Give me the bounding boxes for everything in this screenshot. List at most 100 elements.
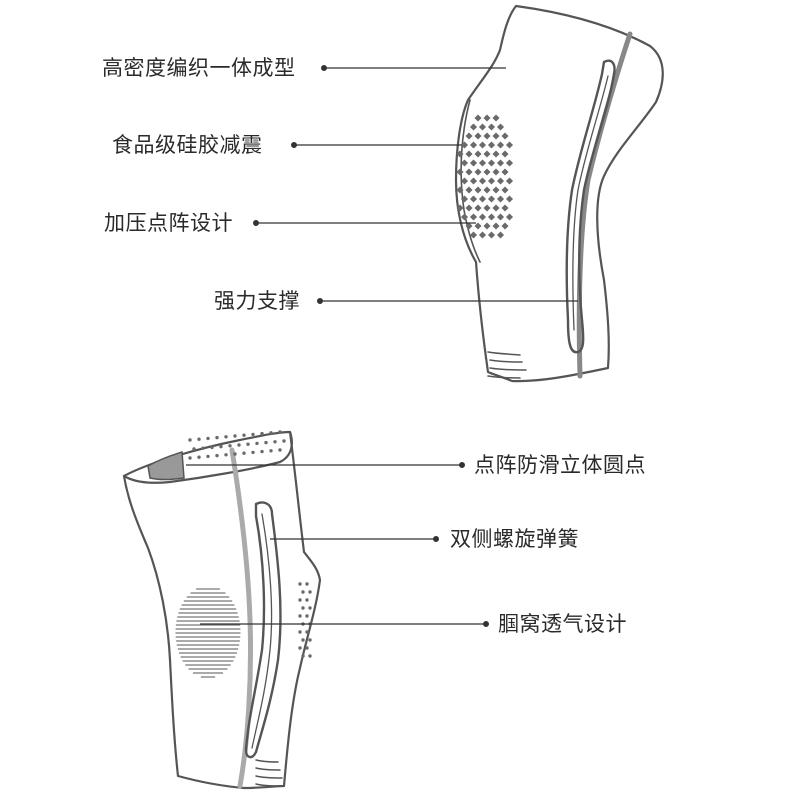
top-knee-brace [454, 4, 664, 383]
pressure-dot [469, 159, 478, 167]
silicone-dot [308, 590, 312, 594]
leader-dot-5 [459, 462, 466, 469]
silicone-dot [298, 630, 302, 634]
silicone-dot [301, 590, 305, 594]
pressure-dot [505, 195, 514, 203]
pressure-dot [478, 141, 487, 149]
silicone-dot [242, 451, 246, 455]
pressure-dot [456, 168, 464, 176]
pressure-dot [460, 213, 469, 221]
pressure-dot [469, 123, 478, 131]
pressure-dot [487, 123, 496, 131]
pressure-dot [496, 123, 505, 131]
pressure-dot [492, 132, 500, 140]
pressure-dot [501, 222, 509, 230]
silicone-dot [210, 445, 214, 450]
pressure-dot [492, 168, 500, 176]
callout-leaders [186, 64, 578, 627]
silicone-dot [305, 614, 309, 618]
bottom-brace-spring [244, 501, 282, 759]
pressure-dot [469, 231, 478, 239]
silicone-dot [206, 436, 210, 441]
silicone-dot [224, 435, 228, 439]
leader-dot-4 [317, 298, 324, 305]
top-brace-spring-inner [572, 75, 609, 331]
silicone-dot [305, 630, 309, 634]
bottom-brace-popliteal-oval [176, 586, 240, 678]
leader-dot-7 [483, 620, 490, 627]
silicone-dot [269, 431, 273, 435]
silicone-dot [269, 449, 273, 453]
pressure-dot [465, 132, 473, 140]
silicone-dot [305, 598, 309, 602]
leader-dot-1 [321, 64, 328, 71]
silicone-dot [233, 434, 237, 438]
pressure-dot [496, 195, 505, 203]
silicone-dot [301, 654, 305, 658]
silicone-dot [301, 638, 305, 642]
silicone-dot [215, 453, 219, 458]
pressure-dot [478, 231, 487, 239]
silicone-dot [298, 614, 302, 618]
pressure-dot [456, 186, 464, 194]
silicone-dot [278, 448, 282, 452]
top-brace-spring [565, 59, 616, 354]
pressure-dot [501, 168, 509, 176]
callout-pressure-dot-design: 加压点阵设计 [104, 211, 233, 235]
pressure-dot [483, 204, 491, 212]
pressure-dot [474, 168, 482, 176]
silicone-dot [233, 452, 237, 456]
pressure-dot [492, 204, 500, 212]
pressure-dot [460, 177, 469, 185]
pressure-dot [505, 141, 514, 149]
pressure-dot [501, 132, 509, 140]
bottom-brace-spring-inner [251, 513, 273, 749]
pressure-dot [492, 114, 500, 122]
pressure-dot [465, 186, 473, 194]
bottom-brace-hem [255, 759, 283, 787]
pressure-dot [474, 186, 482, 194]
pressure-dot [465, 168, 473, 176]
top-brace-side-stripe [576, 31, 633, 379]
pressure-dot [496, 231, 505, 239]
silicone-dot [242, 433, 246, 437]
pressure-dot [478, 123, 487, 131]
pressure-dot [501, 150, 509, 158]
bottom-brace-opening-patch [147, 450, 185, 481]
silicone-dot [219, 444, 223, 449]
pressure-dot [469, 213, 478, 221]
silicone-dot [260, 449, 264, 454]
callout-anti-slip-dots: 点阵防滑立体圆点 [474, 453, 646, 477]
silicone-dot [305, 646, 309, 650]
top-brace-hem [487, 351, 527, 379]
pressure-dot [478, 213, 487, 221]
callout-silicone-cushion: 食品级硅胶减震 [112, 133, 263, 157]
callout-popliteal-breathable: 腘窝透气设计 [498, 612, 627, 636]
silicone-dot [264, 440, 268, 445]
leader-dot-6 [433, 535, 440, 542]
silicone-dot [237, 443, 241, 447]
pressure-dot [483, 132, 491, 140]
pressure-dot [487, 213, 496, 221]
silicone-dot [298, 582, 302, 586]
pressure-dot [469, 177, 478, 185]
silicone-dot [197, 437, 201, 441]
pressure-dot [501, 204, 509, 212]
leader-dot-3 [253, 220, 260, 227]
pressure-dot [492, 186, 500, 194]
silicone-dot [282, 439, 286, 443]
pressure-dot [483, 168, 491, 176]
pressure-dot [492, 150, 500, 158]
silicone-dot [215, 435, 219, 440]
pressure-dot [487, 195, 496, 203]
pressure-dot [465, 204, 473, 212]
silicone-dot [273, 440, 277, 444]
silicone-dot [192, 447, 196, 451]
silicone-dot [255, 441, 259, 446]
pressure-dot [487, 177, 496, 185]
pressure-dot [469, 195, 478, 203]
silicone-dot [301, 606, 305, 610]
pressure-dot [474, 222, 482, 230]
pressure-dot [496, 141, 505, 149]
